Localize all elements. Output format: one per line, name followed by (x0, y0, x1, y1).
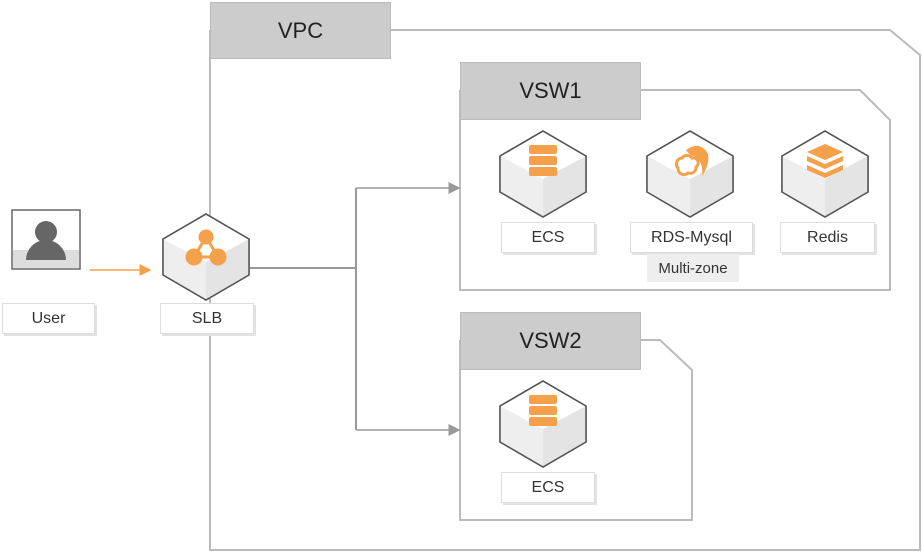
rds-mysql-label: RDS-Mysql (630, 222, 753, 253)
load-balancer-icon (162, 213, 250, 301)
vpc-boundary (209, 29, 921, 551)
user-icon (11, 209, 81, 270)
slb-label: SLB (160, 303, 254, 334)
multi-zone-note: Multi-zone (647, 254, 739, 282)
ecs-label: ECS (501, 222, 595, 253)
mysql-dolphin-icon (646, 130, 734, 218)
vsw2-title: VSW2 (460, 312, 641, 370)
redis-label: Redis (780, 222, 875, 253)
vpc-title: VPC (210, 2, 391, 59)
vsw2-boundary (459, 339, 693, 521)
vsw1-boundary (459, 89, 891, 291)
user-label: User (2, 303, 95, 334)
ecs-label-vsw2: ECS (501, 472, 595, 503)
vsw1-title: VSW1 (460, 62, 641, 120)
redis-stack-icon (781, 130, 869, 218)
slb-connector (250, 188, 357, 430)
server-icon (499, 380, 587, 468)
server-icon (499, 130, 587, 218)
